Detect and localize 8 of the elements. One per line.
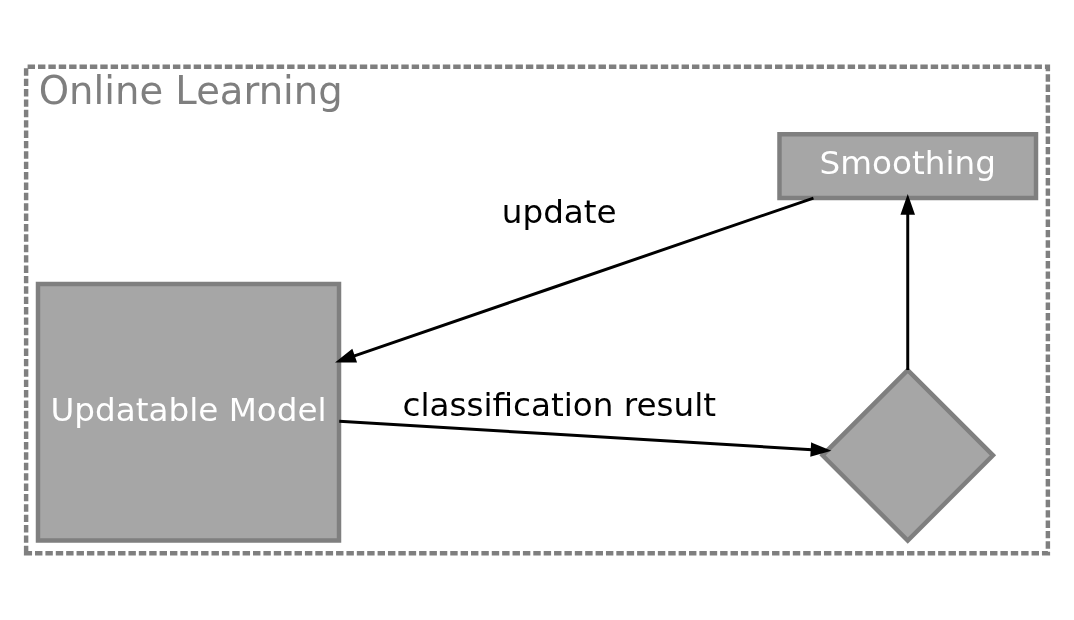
edge-label: classification result <box>402 386 717 425</box>
arrow <box>339 419 832 457</box>
node-box: Updatable Model <box>35 281 342 543</box>
arrow <box>335 196 814 363</box>
edge-label: update <box>501 193 617 232</box>
node-box: Smoothing <box>777 132 1039 201</box>
arrow <box>900 193 916 371</box>
node-diamond <box>819 366 997 544</box>
